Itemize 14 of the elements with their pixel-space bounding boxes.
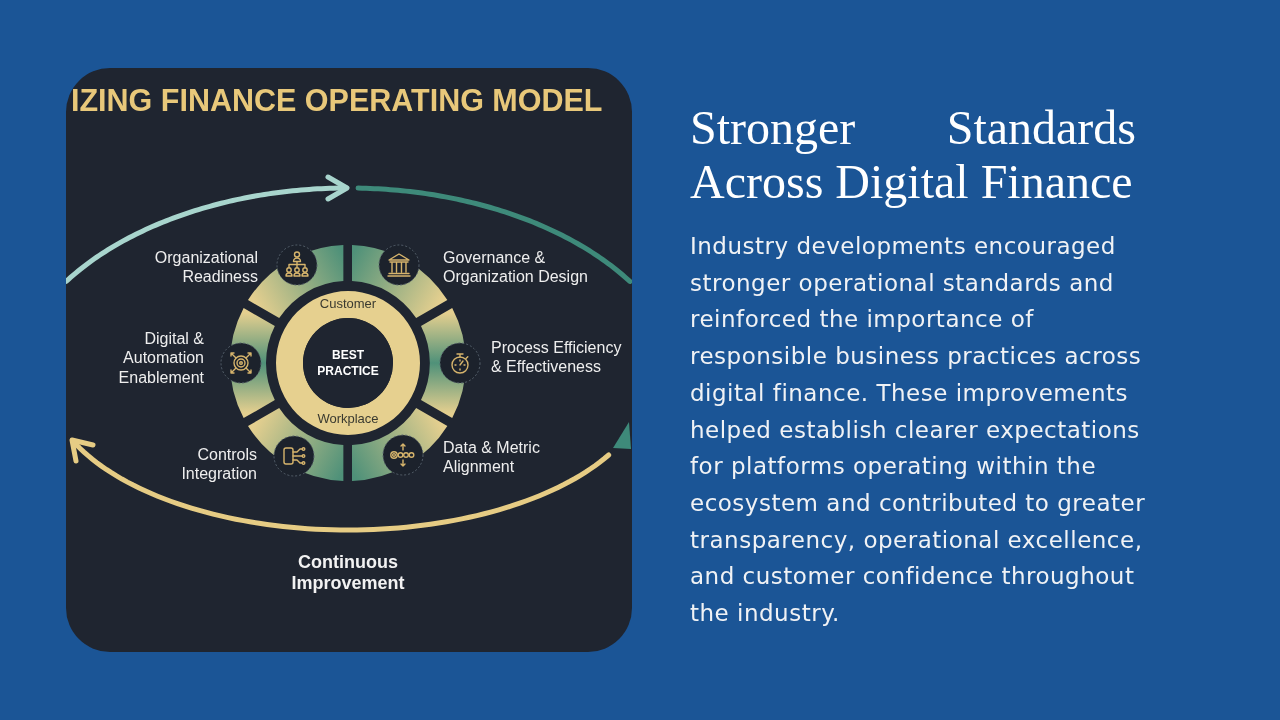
body-paragraph: Industry developments encouraged stronger operational standards and reinforced the importance of responsible business practices across digital finance. These improvements helped establish clearer expectations for platforms operating within the ecosystem and contributed to greater transparency, operational excellence, and customer confidence throughout the industry. <box>690 232 1147 629</box>
slide-heading: Stronger Standards Across Digital Finance <box>690 101 1136 209</box>
segment-label: Governance & Organization Design <box>443 248 589 287</box>
cycle-label: Continuous Improvement <box>290 552 406 594</box>
segment-label: Digital & Automation Enablement <box>117 329 204 388</box>
center-label: BEST PRACTICE <box>316 347 380 379</box>
panel-heading: IZING FINANCE OPERATING MODEL <box>71 83 603 117</box>
ring-label: Customer <box>318 296 378 311</box>
segment-label: Controls Integration <box>180 445 257 484</box>
segment-label: Data & Metric Alignment <box>443 438 541 477</box>
segment-label: Process Efficiency & Effectiveness <box>491 338 623 377</box>
inner-ring <box>276 291 420 435</box>
segment-label: Organizational Readiness <box>153 248 258 287</box>
ring-label: Workplace <box>316 411 380 426</box>
